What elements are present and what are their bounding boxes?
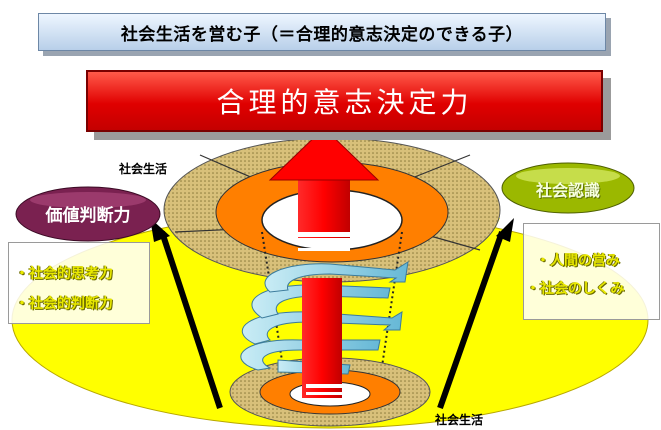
- arrow-stripe: [306, 399, 342, 402]
- list-item: ・社会的思考力: [15, 266, 113, 282]
- right-black-arrowhead: [496, 218, 514, 242]
- social-recognition-title: 社会認識: [535, 181, 600, 200]
- right-black-arrow-line: [437, 231, 505, 409]
- central-arrow-shaft: [302, 278, 342, 398]
- arrow-stripe: [306, 384, 342, 388]
- spiral-segment: [264, 261, 409, 293]
- social-recognition-list: ・人間の営み ・社会のしくみ: [523, 223, 660, 320]
- social-life-label-top: 社会生活: [119, 162, 168, 176]
- left-black-arrow-line: [159, 231, 223, 409]
- arrow-head-up: [268, 127, 380, 181]
- social-recognition-oval-highlight: [516, 168, 620, 184]
- list-item: ・社会的判断力: [15, 296, 113, 312]
- goal-banner: 社会生活を営む子（＝合理的意志決定のできる子）: [38, 13, 606, 51]
- arrow-stripe: [298, 241, 350, 245]
- arrow-stripe: [298, 232, 350, 237]
- list-item: ・人間の営み: [536, 253, 620, 269]
- value-judgment-title: 価値判断力: [45, 206, 131, 226]
- arrow-stripe: [298, 248, 350, 251]
- upper-arrow-shaft: [298, 178, 350, 238]
- value-judgment-oval-highlight: [30, 192, 146, 208]
- spiral-segment: [242, 311, 403, 345]
- core-ability-box: 合理的意志決定力: [86, 70, 603, 132]
- social-life-label-bottom: 社会生活: [435, 413, 484, 427]
- list-item: ・社会のしくみ: [526, 281, 625, 297]
- value-judgment-list: ・社会的思考力 ・社会的判断力: [8, 242, 150, 324]
- arrow-stripe: [306, 392, 342, 395]
